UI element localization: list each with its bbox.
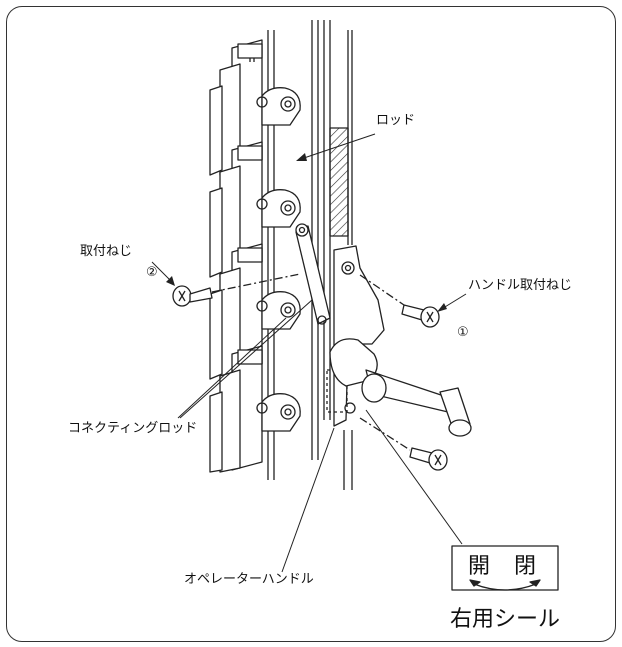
sticker-open: 開 <box>468 554 490 579</box>
louver-blade <box>209 141 263 278</box>
arrow-heads <box>166 153 447 312</box>
sticker-arc <box>473 583 537 591</box>
label-mount-screw: 取付ねじ <box>80 244 132 259</box>
connecting-rod-part <box>295 223 331 325</box>
louver-blades <box>209 39 263 473</box>
sticker-box <box>451 545 559 591</box>
sticker-arrow-right <box>529 579 541 587</box>
label-handle-screw-num: ① <box>457 325 469 340</box>
hinge-bracket <box>256 87 301 126</box>
sticker-close: 閉 <box>514 554 536 579</box>
mount-screw <box>172 285 213 307</box>
diagram-frame <box>6 6 616 642</box>
label-operator-handle: オペレーターハンドル <box>184 572 314 587</box>
sticker-caption: 右用シール <box>450 607 560 632</box>
sticker-arrow-left <box>469 579 481 587</box>
hinge-bracket <box>256 291 301 330</box>
louver-blade <box>209 39 263 176</box>
hinge-brackets <box>256 87 301 432</box>
label-connecting-rod: コネクティングロッド <box>68 421 197 436</box>
handle-screw-lower <box>409 447 448 471</box>
axis-lines <box>211 273 411 451</box>
label-handle-screw: ハンドル取付ねじ <box>468 278 572 293</box>
louver-blade <box>209 345 263 473</box>
hinge-bracket <box>256 393 301 432</box>
leader-lines <box>151 133 467 573</box>
hatched-seal-strip <box>329 127 349 237</box>
label-rod: ロッド <box>376 113 415 128</box>
label-mount-screw-num: ② <box>146 265 158 280</box>
handle-part <box>329 338 472 437</box>
hinge-bracket <box>256 189 301 228</box>
handle-screw-upper <box>401 304 440 328</box>
